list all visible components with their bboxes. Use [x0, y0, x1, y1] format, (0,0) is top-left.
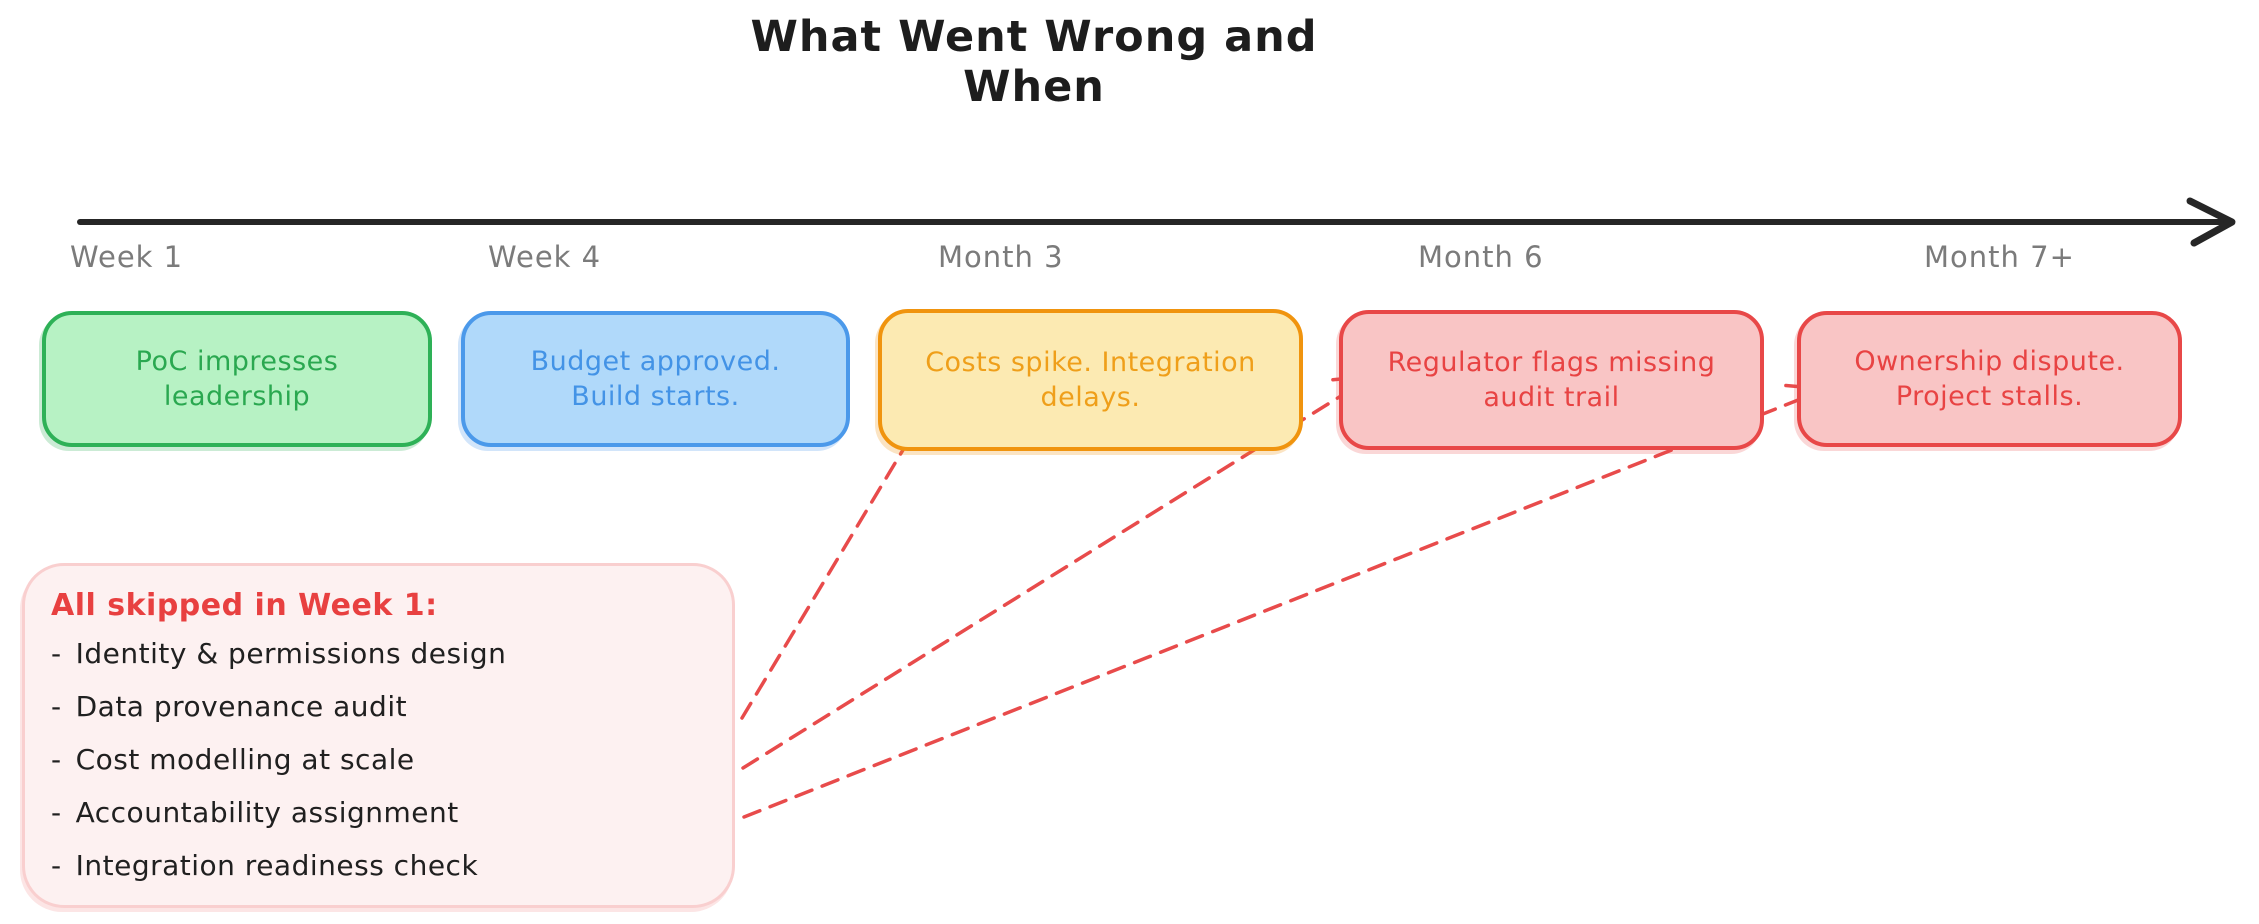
connector-arrow-to-ownership-dispute: [742, 383, 1828, 819]
milestone-label: Budget approved. Build starts.: [530, 345, 781, 412]
milestone-label: Regulator flags missing audit trail: [1387, 346, 1716, 413]
note-list: -Identity & permissions design -Data pro…: [51, 637, 702, 882]
timeline-label-month-6: Month 6: [1418, 240, 1544, 274]
milestone-box-budget-approved: Budget approved. Build starts.: [461, 311, 850, 447]
note-item-label: Identity & permissions design: [75, 637, 507, 670]
bullet-dash: -: [51, 637, 62, 670]
diagram-title: What Went Wrong and When: [750, 12, 1318, 112]
note-item: -Cost modelling at scale: [51, 743, 702, 776]
bullet-dash: -: [51, 796, 62, 829]
note-item: -Data provenance audit: [51, 690, 702, 723]
note-item: -Accountability assignment: [51, 796, 702, 829]
note-item-label: Accountability assignment: [75, 796, 459, 829]
note-title: All skipped in Week 1:: [51, 588, 438, 623]
skipped-in-week-1-note: All skipped in Week 1: -Identity & permi…: [22, 563, 735, 908]
bullet-dash: -: [51, 849, 62, 882]
milestone-label: Ownership dispute. Project stalls.: [1854, 345, 2125, 412]
note-item: -Integration readiness check: [51, 849, 702, 882]
bullet-dash: -: [51, 690, 62, 723]
note-item-label: Cost modelling at scale: [75, 743, 415, 776]
milestone-label: PoC impresses leadership: [135, 345, 339, 412]
note-item-label: Integration readiness check: [75, 849, 479, 882]
timeline-label-week-1: Week 1: [70, 240, 184, 274]
timeline-label-month-7-plus: Month 7+: [1924, 240, 2075, 274]
timeline-label-month-3: Month 3: [938, 240, 1064, 274]
milestone-box-ownership-dispute: Ownership dispute. Project stalls.: [1797, 311, 2182, 447]
milestone-box-costs-spike: Costs spike. Integration delays.: [878, 309, 1303, 451]
note-item-label: Data provenance audit: [75, 690, 408, 723]
milestone-box-regulator-flags: Regulator flags missing audit trail: [1339, 310, 1764, 450]
note-item: -Identity & permissions design: [51, 637, 702, 670]
milestone-label: Costs spike. Integration delays.: [925, 346, 1256, 413]
timeline-label-week-4: Week 4: [488, 240, 602, 274]
connector-arrow-to-costs-spike: [740, 378, 947, 720]
milestone-box-poc-impresses: PoC impresses leadership: [42, 311, 432, 447]
bullet-dash: -: [51, 743, 62, 776]
